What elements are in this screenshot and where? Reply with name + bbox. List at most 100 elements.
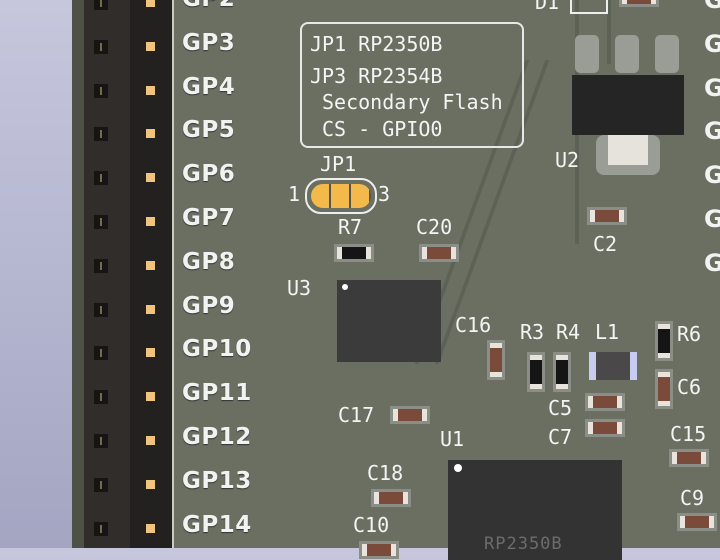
c17-capacitor bbox=[393, 409, 427, 421]
board-edge bbox=[72, 0, 84, 548]
header-pin bbox=[94, 127, 108, 142]
r3-resistor bbox=[530, 355, 542, 389]
trace bbox=[607, 0, 611, 64]
note-line-3: Secondary Flash bbox=[322, 90, 503, 114]
d1-outline bbox=[570, 0, 608, 14]
header-pin-pad bbox=[146, 260, 155, 270]
header-pin bbox=[94, 521, 108, 536]
u2-tab bbox=[608, 135, 648, 165]
r7-resistor bbox=[337, 247, 371, 259]
r6-resistor bbox=[658, 324, 670, 358]
c16-capacitor bbox=[490, 343, 502, 377]
right-gpio-label: G bbox=[704, 161, 720, 190]
gpio-label: GP10 bbox=[182, 336, 252, 363]
gpio-label: GP9 bbox=[182, 292, 236, 319]
header-pin bbox=[94, 258, 108, 273]
right-gpio-label: G bbox=[704, 117, 720, 146]
c15-label: C15 bbox=[670, 422, 707, 446]
c18-capacitor bbox=[374, 492, 408, 504]
jp1-label: JP1 bbox=[320, 152, 357, 176]
c5-label: C5 bbox=[548, 396, 573, 420]
c7-capacitor bbox=[588, 422, 622, 434]
gpio-label: GP5 bbox=[182, 117, 236, 144]
c20-label: C20 bbox=[416, 215, 453, 239]
header-pin-pad bbox=[146, 129, 155, 139]
c2-label: C2 bbox=[593, 232, 618, 256]
c2-capacitor bbox=[590, 210, 624, 222]
pin-header-inner bbox=[130, 0, 172, 548]
header-pin bbox=[94, 0, 108, 10]
l1-label: L1 bbox=[595, 320, 620, 344]
header-pin bbox=[94, 39, 108, 54]
c9-label: C9 bbox=[680, 486, 705, 510]
header-pin bbox=[94, 434, 108, 448]
u3-label: U3 bbox=[287, 276, 312, 300]
silkscreen-note-box: JP1 RP2350B JP3 RP2354B Secondary Flash … bbox=[300, 22, 524, 148]
r3-label: R3 bbox=[520, 320, 545, 344]
gpio-label: GP13 bbox=[182, 467, 252, 494]
header-pin-pad bbox=[146, 173, 155, 183]
header-pin bbox=[94, 390, 108, 405]
u1-marking: RP2350B bbox=[484, 534, 563, 554]
c6-label: C6 bbox=[677, 375, 702, 399]
r6-label: R6 bbox=[677, 322, 702, 346]
gpio-label: GP12 bbox=[182, 424, 252, 450]
gpio-label: GP8 bbox=[182, 248, 236, 275]
note-line-4: CS - GPIO0 bbox=[322, 117, 443, 141]
jp1-solder-jumper[interactable] bbox=[311, 184, 371, 208]
header-pin-pad bbox=[146, 523, 155, 533]
u2-pad bbox=[575, 35, 599, 73]
u2-regulator bbox=[572, 75, 684, 135]
pin-header-outer bbox=[84, 0, 130, 548]
header-pin bbox=[94, 477, 108, 492]
header-pin-pad bbox=[146, 479, 155, 489]
header-outline bbox=[172, 0, 174, 548]
u3-flash-chip bbox=[337, 280, 441, 362]
u1-label: U1 bbox=[440, 427, 465, 451]
capacitor bbox=[622, 0, 656, 4]
jp1-pin3-label: 3 bbox=[378, 182, 391, 206]
header-pin-pad bbox=[146, 392, 155, 402]
pin1-marker bbox=[454, 464, 462, 472]
header-pin-pad bbox=[146, 348, 155, 358]
right-gpio-label: G bbox=[704, 0, 720, 14]
c20-capacitor bbox=[422, 247, 456, 259]
pin1-marker bbox=[342, 284, 348, 290]
l1-inductor bbox=[589, 352, 637, 380]
gpio-label: GP7 bbox=[182, 205, 236, 231]
header-pin bbox=[94, 302, 108, 317]
r4-label: R4 bbox=[556, 320, 581, 344]
header-pin-pad bbox=[146, 304, 155, 314]
c10-label: C10 bbox=[353, 513, 390, 537]
header-pin bbox=[94, 346, 108, 361]
d1-label: D1 bbox=[535, 0, 560, 14]
gpio-label: GP6 bbox=[182, 161, 236, 188]
c7-label: C7 bbox=[548, 425, 573, 449]
note-line-2: JP3 RP2354B bbox=[310, 64, 443, 88]
header-pin-pad bbox=[146, 85, 155, 95]
r7-label: R7 bbox=[338, 215, 363, 239]
c10-capacitor bbox=[362, 544, 396, 556]
c5-capacitor bbox=[588, 396, 622, 408]
c9-capacitor bbox=[680, 516, 714, 528]
gpio-label: GP2 bbox=[182, 0, 235, 12]
header-pin-pad bbox=[146, 436, 155, 445]
u2-pad bbox=[615, 35, 639, 73]
c18-label: C18 bbox=[367, 461, 404, 485]
jp1-outline bbox=[305, 178, 377, 214]
gpio-label: GP14 bbox=[182, 511, 252, 538]
gpio-label: GP4 bbox=[182, 73, 236, 100]
gpio-label: GP11 bbox=[182, 380, 252, 407]
header-pin bbox=[94, 83, 108, 98]
r4-resistor bbox=[556, 355, 568, 389]
c16-label: C16 bbox=[455, 313, 492, 337]
header-pin-pad bbox=[146, 0, 155, 7]
header-pin-pad bbox=[146, 41, 155, 51]
header-pin bbox=[94, 171, 108, 186]
right-gpio-label: G bbox=[704, 248, 720, 277]
right-gpio-label: G bbox=[704, 29, 720, 58]
header-pin bbox=[94, 215, 108, 229]
right-gpio-label: G bbox=[704, 73, 720, 102]
gpio-label: GP3 bbox=[182, 29, 236, 56]
jp1-pin1-label: 1 bbox=[288, 182, 301, 206]
